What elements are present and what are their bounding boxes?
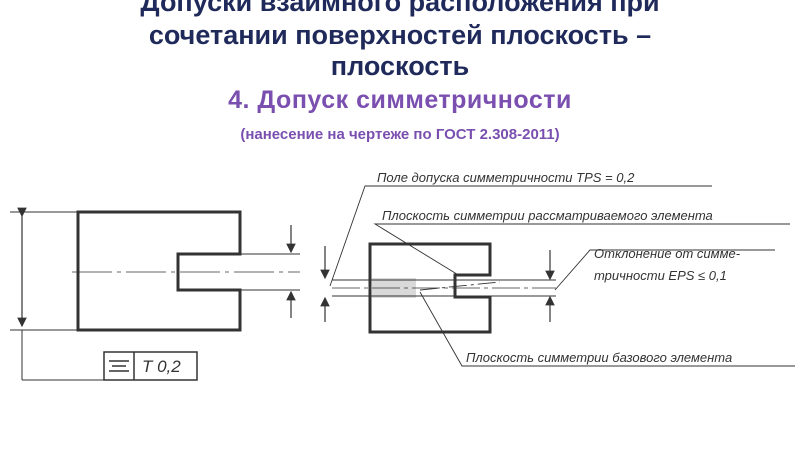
- section-subtitle: 4. Допуск симметричности: [228, 86, 572, 114]
- callout-tolerance-field: Поле допуска симметричности TPS = 0,2: [377, 170, 635, 185]
- standard-note: (нанесение на чертеже по ГОСТ 2.308-2011…: [240, 126, 560, 143]
- callout-base-plane: Плоскость симметрии базового элемента: [466, 350, 732, 365]
- left-part-drawing: [10, 207, 300, 381]
- callout-deviation-line2: тричности EPS ≤ 0,1: [594, 268, 727, 283]
- leader-deviation: [554, 249, 775, 291]
- title-line-1: Допуски взаимного расположения при: [140, 0, 660, 17]
- tolerance-frame: T 0,2: [103, 351, 198, 381]
- leader-element-plane: [373, 223, 790, 277]
- title-line-2: сочетании поверхностей плоскость –: [148, 20, 652, 50]
- tolerance-value: T 0,2: [142, 357, 181, 376]
- right-part-drawing: [320, 185, 795, 367]
- title-line-3: плоскость: [330, 51, 470, 81]
- callout-element-plane: Плоскость симметрии рассматриваемого эле…: [382, 208, 713, 223]
- right-part-outline: [368, 242, 492, 334]
- element-symmetry-plane: [419, 281, 501, 291]
- callout-deviation-line1: Отклонение от симме-: [594, 246, 741, 261]
- symmetry-icon: [109, 360, 129, 372]
- left-part-outline: [76, 210, 242, 332]
- leader-tolerance-field: [329, 185, 712, 287]
- leader-base-plane: [419, 291, 795, 367]
